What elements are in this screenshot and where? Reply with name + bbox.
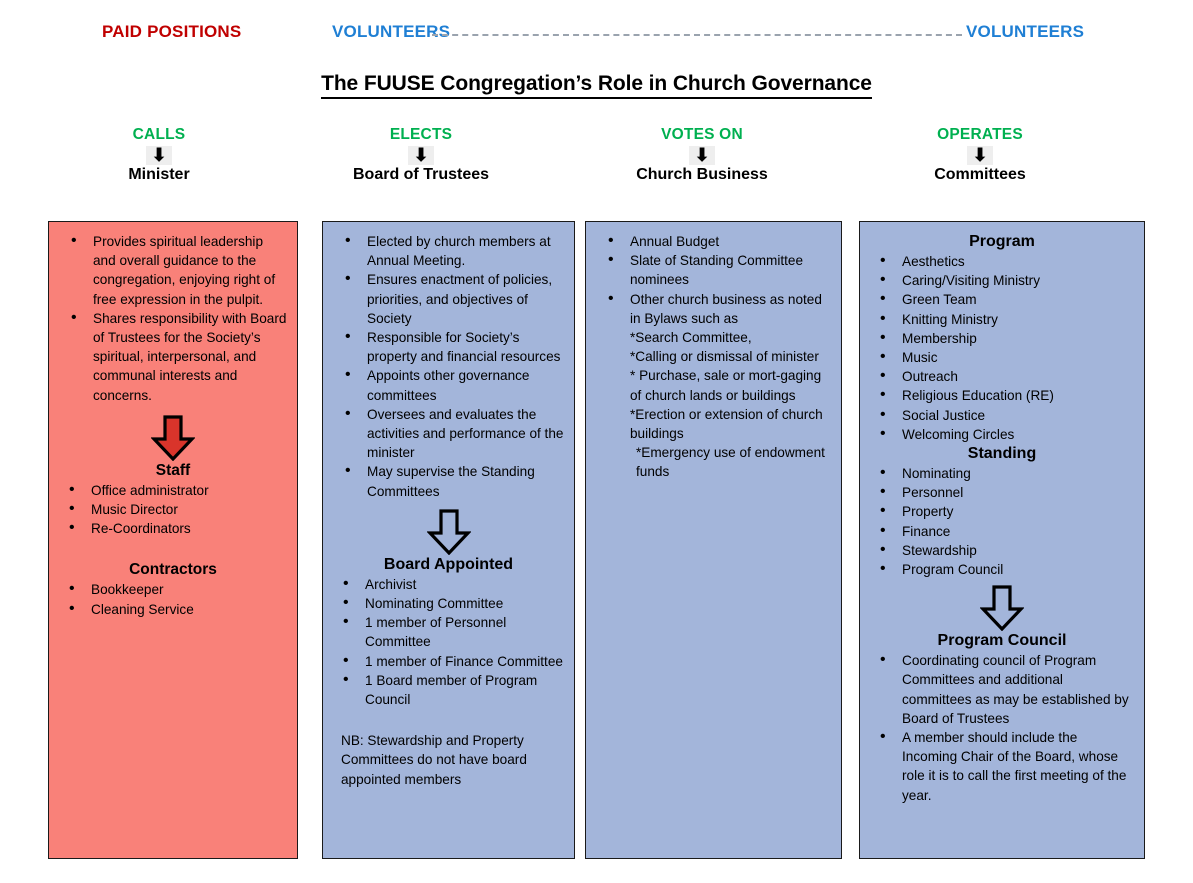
list-item: Music Director [57, 499, 289, 519]
panel-committees: Program Aesthetics Caring/Visiting Minis… [859, 221, 1145, 859]
list-item: Shares responsibility with Board of Trus… [57, 308, 289, 405]
list-item: Religious Education (RE) [868, 385, 1136, 405]
board-appointed-flow-arrow [331, 509, 566, 555]
minister-responsibilities-list: Provides spiritual leadership and overal… [57, 231, 289, 405]
subheading-program-council: Program Council [937, 632, 1067, 650]
column-verb-votes-on: VOTES ON [661, 126, 743, 143]
staff-list: Office administrator Music Director Re-C… [57, 480, 289, 539]
column-verb-calls: CALLS [132, 126, 186, 143]
starred-item: *Erection or extension of church buildin… [630, 406, 823, 442]
starred-item: *Emergency use of endowment funds [636, 445, 825, 480]
list-item: Caring/Visiting Ministry [868, 270, 1136, 290]
list-item: Bookkeeper [57, 579, 289, 599]
banner-volunteers-left: VOLUNTEERS [332, 22, 451, 41]
column-header-church-business: VOTES ON ⬇ Church Business [572, 126, 832, 184]
page-title-text: The FUUSE Congregation’s Role in Church … [321, 72, 872, 99]
list-item: Other church business as noted in Bylaws… [594, 289, 833, 328]
list-item: Nominating Committee [331, 593, 566, 613]
list-item: Oversees and evaluates the activities an… [331, 404, 566, 463]
subheading-standing: Standing [967, 445, 1037, 463]
standing-committees-list: Nominating Personnel Property Finance St… [868, 463, 1136, 579]
board-appointed-list: Archivist Nominating Committee 1 member … [331, 574, 566, 709]
down-arrow-icon: ⬇ [967, 146, 993, 165]
spacer [57, 538, 289, 560]
panel-minister: Provides spiritual leadership and overal… [48, 221, 298, 859]
subheading-program: Program [969, 233, 1035, 250]
board-note: NB: Stewardship and Property Committees … [341, 733, 527, 787]
list-item: Finance [868, 521, 1136, 541]
list-item: Membership [868, 328, 1136, 348]
banner-row: PAID POSITIONS VOLUNTEERS VOLUNTEERS [0, 22, 1193, 48]
program-council-list: Coordinating council of Program Committe… [868, 650, 1136, 805]
list-item: Archivist [331, 574, 566, 594]
down-arrow-icon: ⬇ [689, 146, 715, 165]
list-item: Annual Budget [594, 231, 833, 251]
list-item: 1 member of Finance Committee [331, 651, 566, 671]
subheading-board-appointed: Board Appointed [383, 555, 514, 573]
down-arrow-icon: ⬇ [146, 146, 172, 165]
subheading-staff: Staff [155, 461, 191, 479]
spacer [331, 709, 566, 731]
banner-paid-positions: PAID POSITIONS [102, 22, 242, 41]
column-header-minister: CALLS ⬇ Minister [29, 126, 289, 184]
list-item: Aesthetics [868, 251, 1136, 271]
column-verb-operates: OPERATES [937, 126, 1023, 143]
list-item: Green Team [868, 289, 1136, 309]
list-item: Outreach [868, 366, 1136, 386]
column-noun-minister: Minister [128, 166, 190, 183]
list-item: Coordinating council of Program Committe… [868, 650, 1136, 728]
column-noun-board-of-trustees: Board of Trustees [352, 166, 490, 183]
column-verb-elects: ELECTS [389, 126, 453, 143]
down-block-arrow-icon [426, 509, 471, 555]
list-item: Appoints other governance committees [331, 365, 566, 404]
contractors-list: Bookkeeper Cleaning Service [57, 579, 289, 619]
panel-board-of-trustees: Elected by church members at Annual Meet… [322, 221, 575, 859]
down-arrow-icon: ⬇ [408, 146, 434, 165]
down-block-arrow-icon [980, 585, 1024, 632]
column-header-committees: OPERATES ⬇ Committees [850, 126, 1110, 184]
column-noun-committees: Committees [934, 166, 1026, 183]
subheading-contractors: Contractors [129, 561, 217, 579]
list-item: Program Council [868, 559, 1136, 579]
page-title: The FUUSE Congregation’s Role in Church … [0, 72, 1193, 99]
list-item: 1 Board member of Program Council [331, 670, 566, 709]
list-item: Personnel [868, 482, 1136, 502]
list-item: Re-Coordinators [57, 518, 289, 538]
down-block-arrow-icon [151, 415, 195, 461]
program-committees-list: Aesthetics Caring/Visiting Ministry Gree… [868, 251, 1136, 444]
list-item: 1 member of Personnel Committee [331, 612, 566, 651]
list-item: Responsible for Society’s property and f… [331, 327, 566, 366]
list-item: Property [868, 501, 1136, 521]
panel-church-business: Annual Budget Slate of Standing Committe… [585, 221, 842, 859]
list-item: Social Justice [868, 405, 1136, 425]
church-business-list: Annual Budget Slate of Standing Committe… [594, 231, 833, 328]
starred-item: * Purchase, sale or mort-gaging of churc… [630, 368, 822, 403]
list-item: Music [868, 347, 1136, 367]
list-item: Cleaning Service [57, 599, 289, 619]
board-duties-list: Elected by church members at Annual Meet… [331, 231, 566, 501]
column-noun-church-business: Church Business [636, 166, 768, 183]
banner-dashed-connector [432, 34, 962, 36]
list-item: Knitting Ministry [868, 309, 1136, 329]
list-item: Elected by church members at Annual Meet… [331, 231, 566, 270]
starred-item: *Search Committee, [630, 330, 752, 346]
list-item: Ensures enactment of policies, prioritie… [331, 269, 566, 328]
list-item: Office administrator [57, 480, 289, 500]
column-header-board: ELECTS ⬇ Board of Trustees [291, 126, 551, 184]
starred-item: *Calling or dismissal of minister [630, 349, 819, 365]
program-council-flow-arrow [868, 585, 1136, 632]
list-item: Stewardship [868, 540, 1136, 560]
staff-flow-arrow [57, 415, 289, 461]
list-item: May supervise the Standing Committees [331, 461, 566, 500]
list-item: Provides spiritual leadership and overal… [57, 231, 289, 309]
banner-volunteers-right: VOLUNTEERS [966, 22, 1085, 41]
list-item: A member should include the Incoming Cha… [868, 727, 1136, 805]
list-item: Welcoming Circles [868, 424, 1136, 444]
list-item: Nominating [868, 463, 1136, 483]
list-item: Slate of Standing Committee nominees [594, 250, 833, 289]
